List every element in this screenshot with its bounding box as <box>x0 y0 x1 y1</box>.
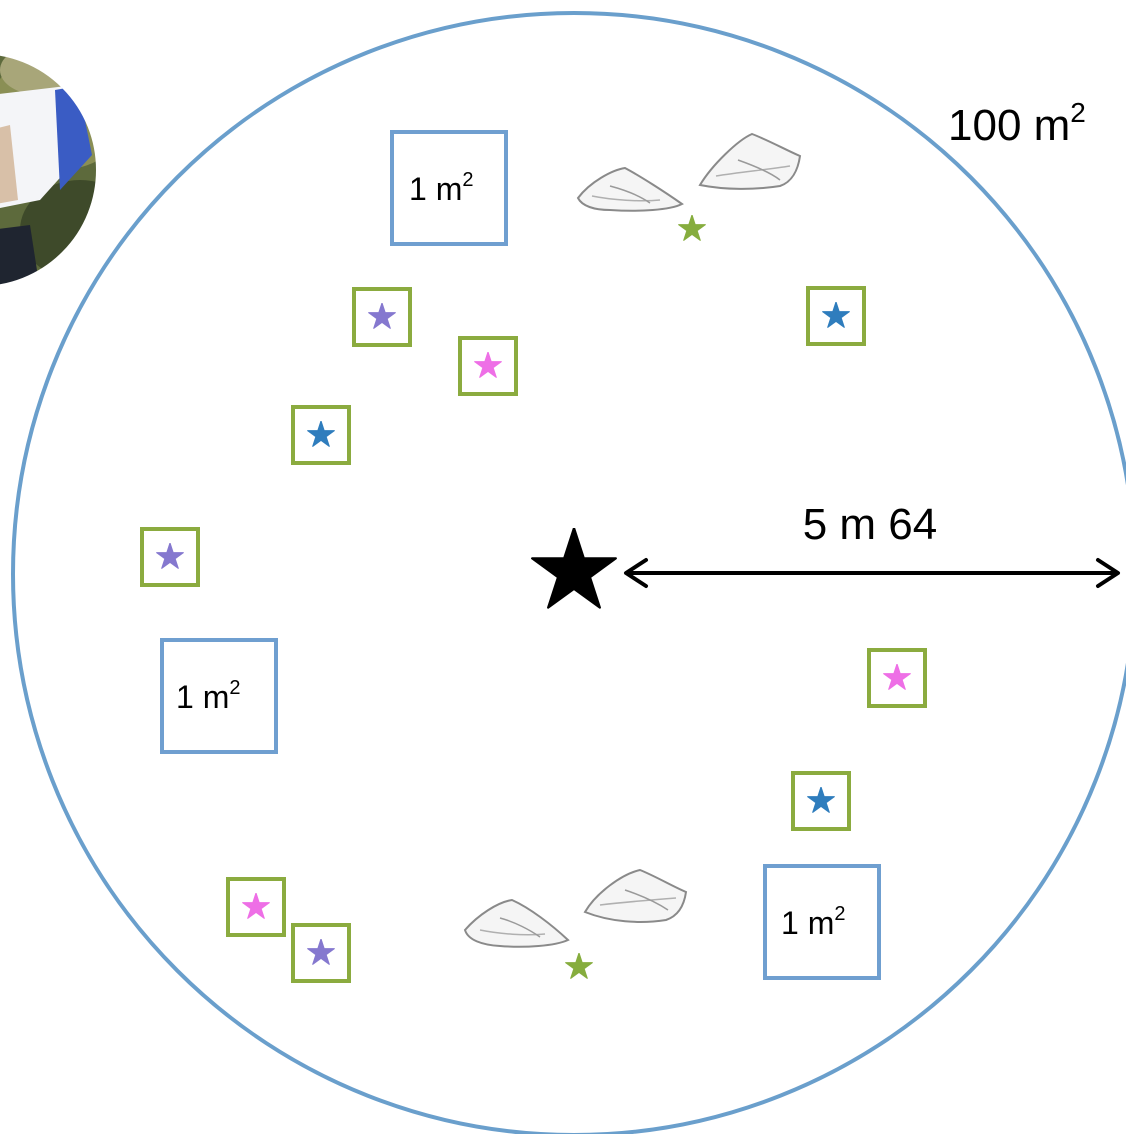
quadrat-small <box>791 771 851 831</box>
photo-border <box>0 51 100 289</box>
rock-icon <box>583 868 688 923</box>
rock-icon <box>698 132 802 190</box>
svg-text:1 m2: 1 m2 <box>409 169 473 207</box>
quadrat-large: 1 m2 <box>763 864 881 980</box>
svg-text:1 m2: 1 m2 <box>781 903 845 941</box>
rock-icon <box>463 898 570 948</box>
quadrat-small <box>291 923 351 983</box>
rock-icon <box>576 166 684 212</box>
plot-area-label: 100 m2 <box>948 97 1086 150</box>
radius-arrow <box>624 558 1120 588</box>
quadrat-small <box>458 336 518 396</box>
svg-text:1 m2: 1 m2 <box>176 677 240 715</box>
quadrat-small <box>140 527 200 587</box>
radius-label: 5 m 64 <box>803 500 938 549</box>
quadrat-small <box>291 405 351 465</box>
quadrat-large: 1 m2 <box>390 130 508 246</box>
quadrat-small <box>806 286 866 346</box>
quadrat-small <box>226 877 286 937</box>
quadrat-small <box>867 648 927 708</box>
quadrat-small <box>352 287 412 347</box>
quadrat-large: 1 m2 <box>160 638 278 754</box>
